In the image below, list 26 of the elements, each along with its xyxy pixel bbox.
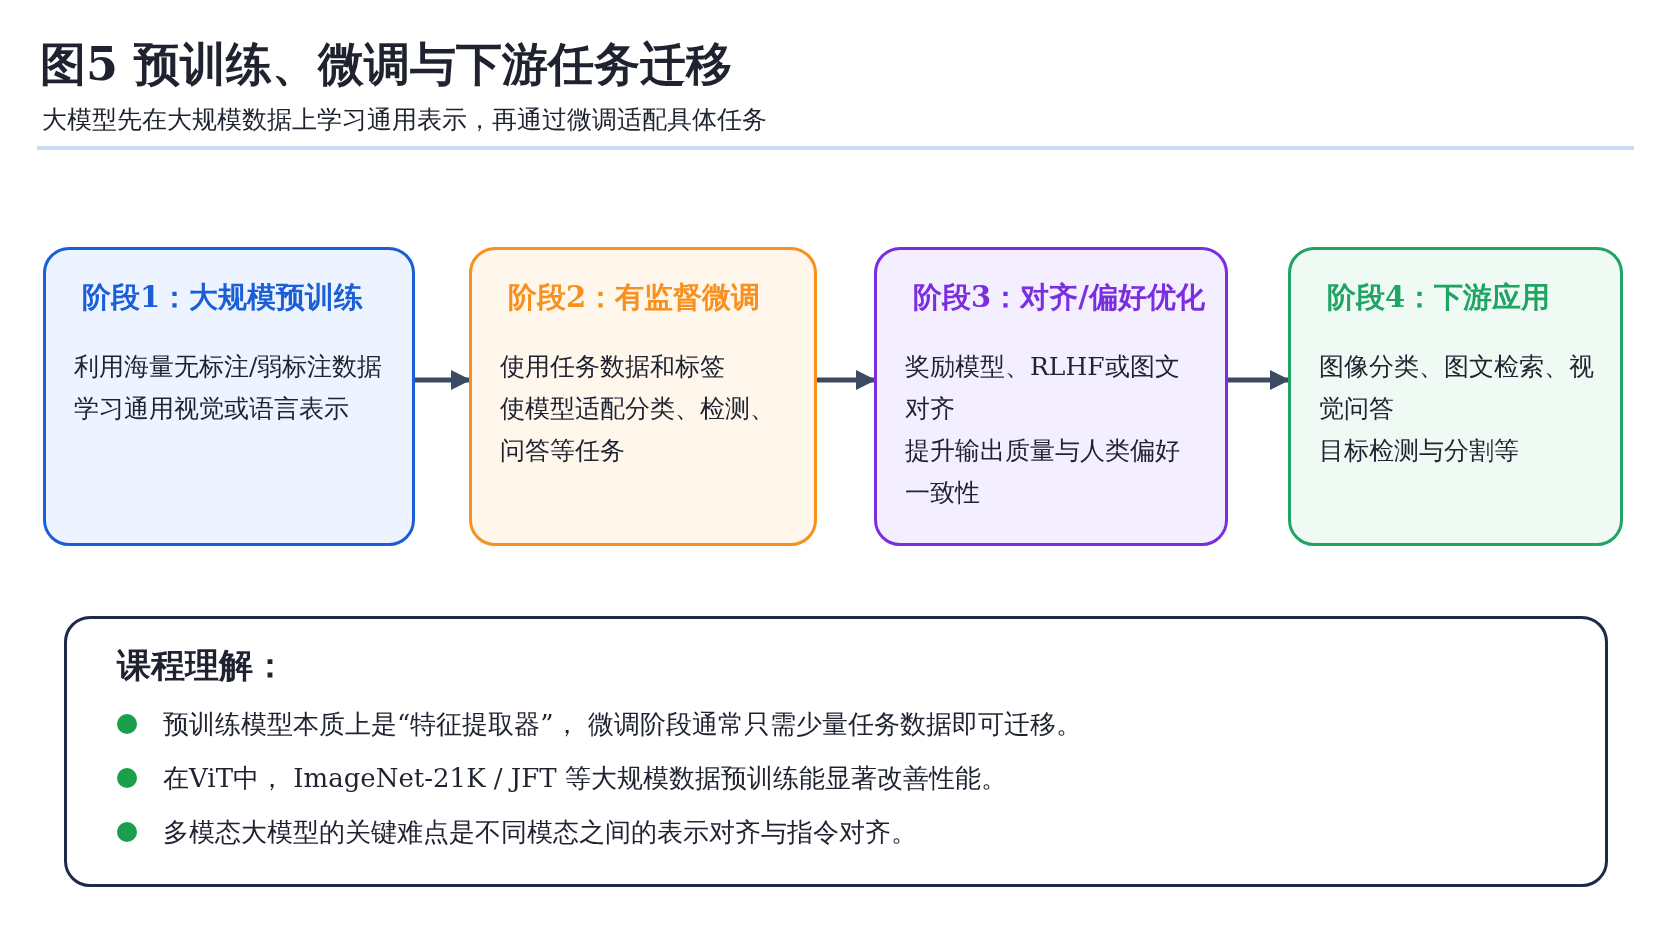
bullet-text: 在ViT中， ImageNet-21K / JFT 等大规模数据预训练能显著改善性能。 [163, 761, 1007, 795]
stage-heading: 阶段2：有监督微调 [508, 279, 761, 316]
bullet-text: 多模态大模型的关键难点是不同模态之间的表示对齐与指令对齐。 [163, 815, 917, 849]
stage-description: 使模型适配分类、检测、问答等任务 [500, 393, 776, 467]
stage-heading: 阶段1：大规模预训练 [82, 279, 364, 316]
stage-description: 奖励模型、RLHF或图文对齐 [905, 351, 1181, 425]
arrow [415, 370, 471, 390]
stage-description: 利用海量无标注/弱标注数据 [74, 351, 384, 383]
stage-heading: 阶段4：下游应用 [1327, 279, 1551, 316]
summary-panel [64, 616, 1608, 887]
title: 图5 预训练、微调与下游任务迁移 [40, 36, 733, 93]
stage-description: 目标检测与分割等 [1319, 435, 1520, 467]
stage-box [469, 247, 817, 546]
stage-box [874, 247, 1228, 546]
subtitle: 大模型先在大规模数据上学习通用表示，再通过微调适配具体任务 [42, 104, 767, 136]
stage-box [1288, 247, 1623, 546]
stage-description: 图像分类、图文检索、视觉问答 [1319, 351, 1595, 425]
stage-heading: 阶段3：对齐/偏好优化 [913, 279, 1205, 316]
arrow [1228, 370, 1290, 390]
stage-description: 使用任务数据和标签 [500, 351, 726, 383]
stage-description: 提升输出质量与人类偏好一致性 [905, 435, 1181, 509]
bullet-text: 预训练模型本质上是“特征提取器”， 微调阶段通常只需少量任务数据即可迁移。 [163, 707, 1082, 741]
panel-heading: 课程理解： [117, 644, 287, 687]
arrow [817, 370, 876, 390]
stage-description: 学习通用视觉或语言表示 [74, 393, 350, 425]
stage-box [43, 247, 415, 546]
